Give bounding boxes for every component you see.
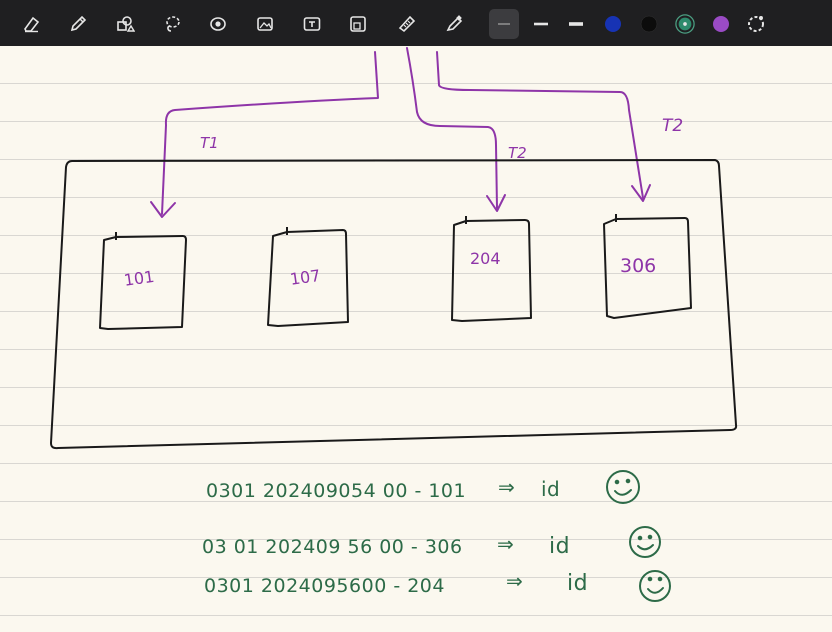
note-canvas[interactable] xyxy=(0,46,832,632)
color-swatch-teal[interactable] xyxy=(670,9,700,39)
note-arrow-3: ⇒ xyxy=(506,569,523,593)
box-306 xyxy=(603,214,692,319)
eraser-icon[interactable] xyxy=(17,9,47,39)
smiley-icon xyxy=(639,570,671,602)
thread-label-t2-a: T2 xyxy=(508,144,527,162)
pool-container xyxy=(50,159,738,450)
box-107 xyxy=(267,227,349,327)
image-icon[interactable] xyxy=(250,9,280,39)
text-box-icon[interactable] xyxy=(297,9,327,39)
stroke-medium-button[interactable] xyxy=(526,9,556,39)
box-101-label: 101 xyxy=(123,267,156,290)
note-id-1: id xyxy=(541,477,560,501)
note-arrow-1: ⇒ xyxy=(498,475,515,499)
ruler-icon[interactable] xyxy=(392,9,422,39)
thread-label-t2-b: T2 xyxy=(662,116,683,136)
arrow-to-box-306 xyxy=(436,51,644,199)
note-id-3: id xyxy=(567,571,588,596)
color-swatch-purple[interactable] xyxy=(706,9,736,39)
note-id-2: id xyxy=(549,534,570,559)
smiley-icon xyxy=(606,470,640,504)
arrow-head-101 xyxy=(150,201,176,218)
arrow-head-306 xyxy=(631,184,651,202)
note-arrow-2: ⇒ xyxy=(497,532,514,556)
note-line-3: 0301 2024095600 - 204 xyxy=(204,575,445,597)
note-line-1: 0301 202409054 00 - 101 xyxy=(206,480,466,502)
laser-pointer-icon[interactable] xyxy=(203,9,233,39)
highlighter-icon[interactable] xyxy=(439,9,469,39)
shapes-icon[interactable] xyxy=(110,9,140,39)
thread-label-t1: T1 xyxy=(200,134,219,152)
box-107-label: 107 xyxy=(289,266,322,289)
arrow-to-box-101 xyxy=(161,51,379,215)
stroke-thick-button[interactable] xyxy=(561,9,591,39)
color-swatch-dark-blue[interactable] xyxy=(598,9,628,39)
box-101 xyxy=(99,232,187,330)
smiley-icon xyxy=(629,526,661,558)
color-picker-icon[interactable] xyxy=(741,9,771,39)
arrow-to-box-204 xyxy=(406,47,498,209)
sticker-icon[interactable] xyxy=(343,9,373,39)
box-306-label: 306 xyxy=(620,255,656,277)
note-line-2: 03 01 202409 56 00 - 306 xyxy=(202,536,463,558)
stroke-thin-button[interactable] xyxy=(489,9,519,39)
box-204 xyxy=(451,216,532,322)
arrow-head-204 xyxy=(486,194,506,212)
color-swatch-black[interactable] xyxy=(634,9,664,39)
lasso-icon[interactable] xyxy=(157,9,187,39)
pen-icon[interactable] xyxy=(63,9,93,39)
drawing-toolbar xyxy=(0,0,832,46)
box-204-label: 204 xyxy=(470,249,501,268)
